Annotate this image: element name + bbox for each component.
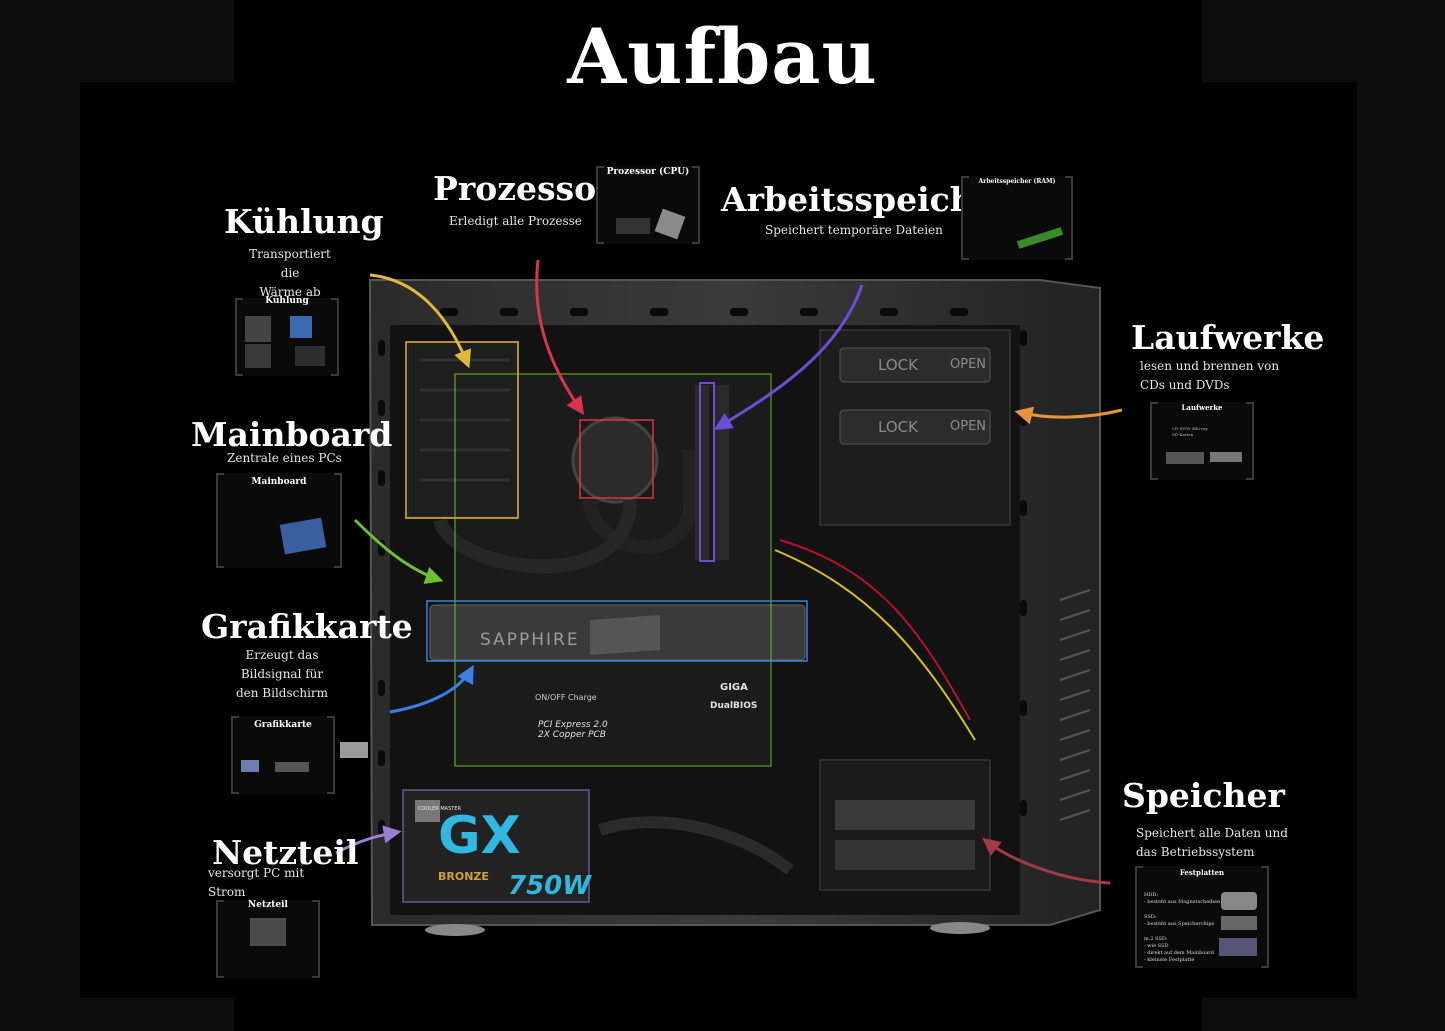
board-pcie: PCI Express 2.0	[538, 720, 608, 730]
arrow-netzteil	[335, 825, 402, 855]
arrow-kuehlung	[369, 273, 472, 369]
card-grafikkarte[interactable]: Grafikkarte	[231, 716, 335, 794]
psu-brand: COOLER MASTER	[418, 806, 461, 812]
card-netzteil[interactable]: Netzteil	[216, 900, 320, 978]
label-kuehlung-title: Kühlung	[224, 202, 384, 241]
cooler-thumb-icon	[295, 346, 325, 366]
psu-tier: BRONZE	[438, 870, 489, 883]
gpu-thumb-icon	[275, 762, 309, 772]
highlight-kuehlung	[405, 341, 519, 519]
card-speicher[interactable]: Festplatten HDD: - besteht aus Magnetsch…	[1135, 866, 1269, 968]
cooler-thumb-icon	[290, 316, 312, 338]
psu-thumb-icon	[250, 918, 286, 946]
ram-stick-icon	[1016, 227, 1064, 249]
label-grafikkarte-title: Grafikkarte	[201, 607, 413, 646]
card-mainboard[interactable]: Mainboard	[216, 473, 342, 568]
cpu-chip-icon	[654, 208, 686, 240]
label-mainboard-sub: Zentrale eines PCs	[227, 451, 342, 465]
drive-thumb-icon	[1166, 452, 1204, 464]
arrow-speicher	[982, 837, 1111, 885]
label-prozessor-sub: Erledigt alle Prozesse	[449, 214, 582, 228]
gpu-brand: SAPPHIRE	[480, 630, 580, 650]
board-charge: ON/OFF Charge	[535, 693, 597, 702]
board-giga: GIGA	[720, 682, 748, 693]
pc-case-illustration: LOCK OPEN LOCK OPEN SAPPHIRE ON/OFF Char…	[368, 279, 1101, 936]
arrow-mainboard	[353, 518, 444, 584]
label-netzteil-title: Netzteil	[212, 833, 359, 872]
lock-label-bottom: LOCK	[878, 418, 919, 436]
label-arbeitsspeicher-sub: Speichert temporäre Dateien	[765, 223, 943, 237]
cpu-thumb-icon	[616, 218, 650, 234]
page-title: Aufbau	[567, 12, 878, 101]
cooler-thumb-icon	[245, 316, 271, 342]
arrow-laufwerke	[1014, 406, 1123, 425]
cooler-thumb-icon	[245, 344, 271, 368]
lock-label-top: LOCK	[878, 356, 919, 374]
arrow-arbeitsspeicher	[713, 284, 864, 430]
psu-model: GX	[438, 806, 521, 866]
arrow-prozessor	[535, 259, 585, 415]
label-speicher-title: Speicher	[1122, 776, 1285, 815]
open-label-bottom: OPEN	[950, 419, 986, 434]
open-label-top: OPEN	[950, 357, 986, 372]
hdd-thumb-icon	[1221, 892, 1257, 910]
psu-watt: 750W	[508, 871, 592, 901]
card-kuehlung[interactable]: Kühlung	[235, 296, 339, 376]
highlight-arbeitsspeicher	[699, 382, 715, 562]
psu-logo-icon	[415, 800, 440, 822]
mainboard-thumb-icon	[279, 517, 327, 555]
label-prozessor-title: Prozessor	[433, 169, 614, 208]
highlight-prozessor	[579, 419, 654, 499]
ssd-thumb-icon	[1221, 916, 1257, 930]
m2-thumb-icon	[1219, 938, 1257, 956]
label-laufwerke-title: Laufwerke	[1131, 318, 1325, 357]
backdrop-upper	[234, 0, 1202, 82]
board-copper: 2X Copper PCB	[538, 730, 606, 740]
drive-thumb-icon	[1210, 452, 1242, 462]
highlight-grafikkarte	[426, 600, 808, 662]
card-arbeitsspeicher[interactable]: Arbeitsspeicher (RAM)	[961, 176, 1073, 260]
gpu-thumb-icon	[241, 760, 259, 772]
backdrop-lower	[234, 998, 1202, 1031]
card-prozessor[interactable]: Prozessor (CPU)	[596, 166, 700, 244]
highlight-mainboard	[454, 373, 772, 767]
board-dualbios: DualBIOS	[710, 701, 757, 711]
arrow-grafikkarte	[389, 664, 474, 714]
label-mainboard-title: Mainboard	[191, 415, 393, 454]
gpu-extra-thumb-icon	[340, 742, 368, 758]
